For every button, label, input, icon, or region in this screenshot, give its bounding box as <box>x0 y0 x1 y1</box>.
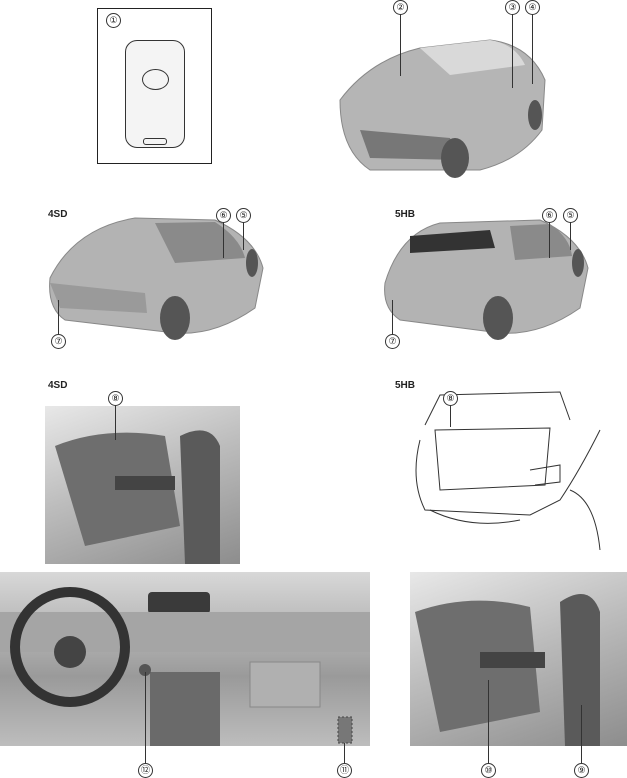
callout-4: ④ <box>525 0 540 15</box>
callout-2: ② <box>393 0 408 15</box>
dashboard-shapes <box>0 587 370 746</box>
rear-4sd-illustration <box>45 208 267 343</box>
rear-seat-shape <box>55 430 220 564</box>
variant-label-5hb: 5HB <box>395 209 416 220</box>
callout-7: ⑦ <box>51 334 66 349</box>
leader-line <box>344 743 345 763</box>
rear-seat-shapes <box>415 594 600 746</box>
callout-8: ⑧ <box>443 391 458 406</box>
variant-label-4sd: 4SD <box>48 209 68 220</box>
callout-10: ⑩ <box>481 763 496 778</box>
leader-line <box>115 405 116 440</box>
key-button <box>142 69 169 90</box>
callout-7: ⑦ <box>385 334 400 349</box>
leader-line <box>488 680 489 763</box>
key-fob-illustration <box>125 40 185 148</box>
callout-8: ⑧ <box>108 391 123 406</box>
rear-4sd-car-shape <box>49 217 264 340</box>
callout-1: ① <box>106 13 121 28</box>
callout-5: ⑤ <box>563 208 578 223</box>
leader-line <box>581 705 582 763</box>
callout-11: ⑪ <box>337 763 352 778</box>
dashboard-photo <box>0 572 370 746</box>
leader-line <box>512 14 513 88</box>
leader-line <box>392 300 393 334</box>
leader-line <box>532 14 533 84</box>
front-car-illustration <box>330 20 552 180</box>
leader-line <box>243 222 244 250</box>
key-panel: ① <box>97 8 212 164</box>
leader-line <box>450 405 451 427</box>
leader-line <box>549 222 550 258</box>
callout-6: ⑥ <box>216 208 231 223</box>
leader-line <box>400 14 401 76</box>
variant-label-4sd: 4SD <box>48 380 68 391</box>
rear-seat-photo <box>410 572 627 746</box>
leader-line <box>58 300 59 334</box>
callout-6: ⑥ <box>542 208 557 223</box>
callout-9: ⑨ <box>574 763 589 778</box>
trunk-5hb-drawing <box>410 390 605 555</box>
callout-12: ⑫ <box>138 763 153 778</box>
rear-5hb-car-shape <box>384 219 589 340</box>
key-slot <box>143 138 167 145</box>
interior-4sd-photo <box>45 406 240 564</box>
leader-line <box>570 222 571 250</box>
open-hatch-line-drawing <box>415 391 601 551</box>
leader-line <box>223 222 224 258</box>
callout-5: ⑤ <box>236 208 251 223</box>
callout-3: ③ <box>505 0 520 15</box>
leader-line <box>145 672 146 763</box>
rear-5hb-illustration <box>380 208 592 343</box>
front-car-shape <box>339 39 546 178</box>
variant-label-5hb: 5HB <box>395 380 416 391</box>
